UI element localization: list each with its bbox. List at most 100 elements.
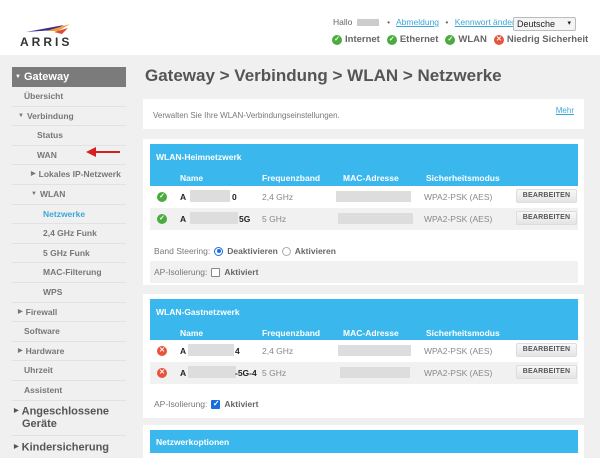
col-freq: Frequenzband — [262, 173, 321, 183]
arris-logo[interactable]: ARRIS — [18, 22, 78, 49]
edit-button[interactable]: BEARBEITEN — [516, 211, 577, 225]
band-steering-row: Band Steering: Deaktivieren Aktivieren — [154, 246, 336, 256]
sidebar-item-netzwerke[interactable]: Netzwerke — [12, 205, 126, 225]
edit-button[interactable]: BEARBEITEN — [516, 189, 577, 203]
ssid-redacted — [188, 366, 236, 378]
caret-right-icon: ▶ — [18, 347, 23, 354]
sidebar-item-wps[interactable]: WPS — [12, 283, 126, 303]
table-row: ✕ A -5G-4 5 GHz WPA2-PSK (AES) BEARBEITE… — [150, 362, 578, 384]
caret-down-icon: ▼ — [18, 112, 24, 119]
section-title: Netzwerkoptionen — [156, 437, 230, 447]
sidebar-item-assistent[interactable]: Assistent — [12, 381, 126, 401]
band-steering-label: Band Steering: — [154, 246, 211, 256]
sidebar-item-angeschlossene-geraete[interactable]: ▶Angeschlossene Geräte — [12, 401, 126, 436]
caret-down-icon: ▼ — [31, 190, 37, 197]
check-circle-icon: ✓ — [445, 34, 456, 45]
band-steering-deactivate-radio[interactable] — [214, 246, 224, 256]
ap-isolation-checkbox[interactable] — [211, 267, 221, 277]
edit-button[interactable]: BEARBEITEN — [516, 365, 577, 379]
error-circle-icon: ✕ — [493, 34, 504, 45]
status-internet: ✓ Internet — [332, 34, 380, 45]
chevron-down-icon: ▾ — [567, 20, 571, 27]
section-title: WLAN-Gastnetzwerk — [156, 307, 240, 317]
user-line: Hallo • Abmeldung • Kennwort ändern — [333, 17, 520, 27]
sidebar-item-firewall[interactable]: ▶Firewall — [12, 303, 126, 323]
sidebar-item-5-ghz-funk[interactable]: 5 GHz Funk — [12, 244, 126, 264]
mac-redacted — [338, 213, 413, 224]
edit-button[interactable]: BEARBEITEN — [516, 343, 577, 357]
mac-redacted — [338, 345, 411, 356]
table-row: ✕ A 4 2,4 GHz WPA2-PSK (AES) BEARBEITEN — [150, 340, 578, 362]
sidebar-item-lokales-ip-netzwerk[interactable]: ▶Lokales IP-Netzwerk — [12, 165, 126, 185]
status-bar: ✓ Internet ✓ Ethernet ✓ WLAN ✕ Niedrig S… — [332, 34, 588, 45]
caret-right-icon: ▶ — [14, 443, 19, 450]
caret-right-icon: ▶ — [18, 308, 23, 315]
col-mac: MAC-Adresse — [343, 173, 399, 183]
sidebar-item-wlan[interactable]: ▼WLAN — [12, 185, 126, 205]
mac-redacted — [336, 191, 411, 202]
sidebar-item-verbindung[interactable]: ▼Verbindung — [12, 107, 126, 127]
change-password-link[interactable]: Kennwort ändern — [454, 17, 520, 27]
sidebar-item-wan[interactable]: WAN — [12, 146, 126, 166]
col-name: Name — [180, 173, 204, 183]
separator: • — [445, 17, 449, 27]
logo-swoosh-icon — [26, 24, 70, 34]
logo-text: ARRIS — [20, 35, 73, 49]
more-link[interactable]: Mehr — [555, 106, 574, 115]
network-options-header: Netzwerkoptionen — [150, 430, 578, 453]
check-circle-icon: ✓ — [157, 192, 167, 202]
status-ethernet: ✓ Ethernet — [386, 34, 438, 45]
error-circle-icon: ✕ — [157, 346, 167, 356]
guest-ap-isolation-row: AP-Isolierung: Aktiviert — [150, 393, 578, 415]
sidebar-item-uebersicht[interactable]: Übersicht — [12, 87, 126, 107]
language-select[interactable]: Deutsche ▾ — [513, 17, 576, 31]
sidebar-item-status[interactable]: Status — [12, 126, 126, 146]
table-row: ✓ A 5G 5 GHz WPA2-PSK (AES) BEARBEITEN — [150, 208, 578, 230]
page-title: Gateway > Verbindung > WLAN > Netzwerke — [145, 66, 502, 85]
logout-link[interactable]: Abmeldung — [396, 17, 440, 27]
sidebar-item-software[interactable]: Software — [12, 322, 126, 342]
ssid-redacted — [190, 190, 230, 202]
col-name: Name — [180, 328, 204, 338]
status-security: ✕ Niedrig Sicherheit — [493, 34, 588, 45]
intro-text: Verwalten Sie Ihre WLAN-Verbindungseinst… — [153, 111, 340, 120]
ap-isolation-label: AP-Isolierung: — [154, 399, 208, 409]
sidebar-item-kindersicherung[interactable]: ▶Kindersicherung — [12, 436, 126, 458]
col-mac: MAC-Adresse — [343, 328, 399, 338]
home-network-header: WLAN-Heimnetzwerk Name Frequenzband MAC-… — [150, 144, 578, 186]
check-circle-icon: ✓ — [332, 34, 342, 45]
separator: • — [387, 17, 391, 27]
col-security: Sicherheitsmodus — [426, 173, 500, 183]
sidebar-item-hardware[interactable]: ▶Hardware — [12, 342, 126, 362]
section-title: WLAN-Heimnetzwerk — [156, 152, 242, 162]
caret-right-icon: ▶ — [31, 171, 36, 178]
language-select-value: Deutsche — [517, 19, 556, 29]
caret-right-icon: ▶ — [14, 407, 19, 414]
header: ARRIS Hallo • Abmeldung • Kennwort änder… — [0, 0, 600, 55]
username-redacted — [356, 19, 379, 27]
band-steering-activate-radio[interactable] — [281, 246, 291, 256]
red-arrow-annotation-icon — [86, 147, 120, 157]
greeting: Hallo — [333, 17, 353, 27]
error-circle-icon: ✕ — [157, 368, 167, 378]
ssid-redacted — [188, 344, 234, 356]
sidebar-item-uhrzeit[interactable]: Uhrzeit — [12, 361, 126, 381]
guest-network-card: WLAN-Gastnetzwerk Name Frequenzband MAC-… — [143, 294, 584, 418]
table-row: ✓ A 0 2,4 GHz WPA2-PSK (AES) BEARBEITEN — [150, 186, 578, 208]
network-options-card: Netzwerkoptionen — [143, 425, 584, 458]
caret-down-icon: ▼ — [15, 74, 21, 81]
sidebar-item-gateway[interactable]: ▼Gateway — [12, 67, 126, 87]
guest-ap-isolation-checkbox[interactable] — [211, 399, 221, 409]
home-network-card: WLAN-Heimnetzwerk Name Frequenzband MAC-… — [143, 139, 584, 285]
intro-card: Verwalten Sie Ihre WLAN-Verbindungseinst… — [143, 99, 584, 129]
check-circle-icon: ✓ — [157, 214, 167, 224]
mac-redacted — [340, 367, 410, 378]
sidebar-item-mac-filterung[interactable]: MAC-Filterung — [12, 263, 126, 283]
status-wlan: ✓ WLAN — [445, 34, 487, 45]
check-circle-icon: ✓ — [386, 34, 397, 45]
sidebar-item-2-4-ghz-funk[interactable]: 2,4 GHz Funk — [12, 224, 126, 244]
col-security: Sicherheitsmodus — [426, 328, 500, 338]
ap-isolation-row: AP-Isolierung: Aktiviert — [150, 261, 578, 283]
ssid-redacted — [190, 212, 238, 224]
guest-network-header: WLAN-Gastnetzwerk Name Frequenzband MAC-… — [150, 299, 578, 340]
